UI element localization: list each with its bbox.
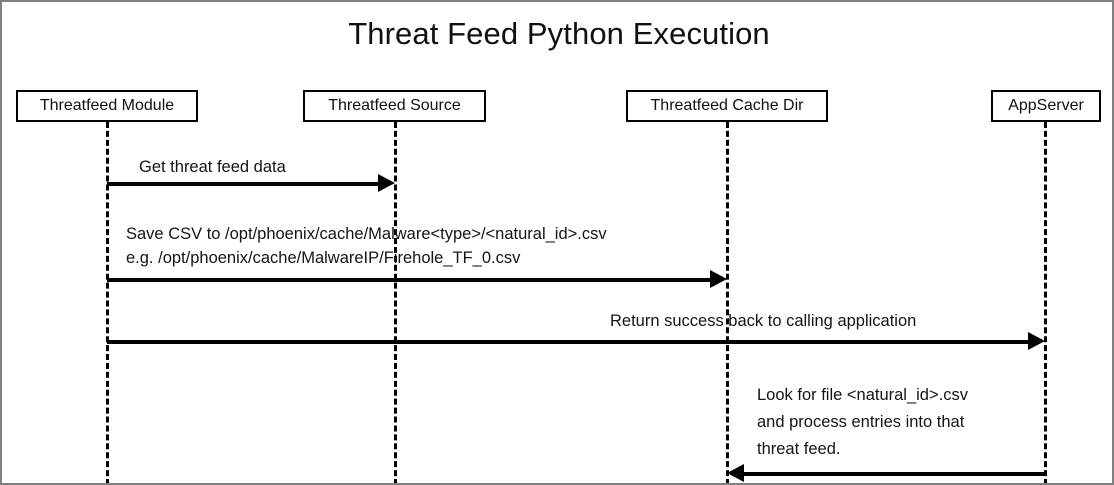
message-line-return-success	[107, 340, 1029, 344]
lifeline-threatfeed-source	[394, 122, 397, 483]
message-label-save-csv-line2: e.g. /opt/phoenix/cache/MalwareIP/Fireho…	[126, 249, 521, 267]
message-line-save-csv	[107, 278, 711, 282]
message-label-return-success: Return success back to calling applicati…	[610, 312, 917, 330]
participant-label-threatfeed-cache-dir: Threatfeed Cache Dir	[650, 97, 804, 114]
message-label-look-for-file-line3: threat feed.	[757, 440, 841, 458]
message-label-get-threat-feed-data: Get threat feed data	[139, 158, 286, 176]
participant-label-appserver: AppServer	[1008, 97, 1084, 114]
arrowhead-right-icon-return-success	[1028, 332, 1045, 350]
message-label-look-for-file-line2: and process entries into that	[757, 413, 965, 431]
message-line-get-threat-feed-data	[107, 182, 379, 186]
diagram-title: Threat Feed Python Execution	[348, 16, 770, 51]
participant-box-threatfeed-module[interactable]: Threatfeed Module	[16, 90, 198, 122]
arrowhead-right-icon-get-threat-feed-data	[378, 174, 395, 192]
arrowhead-left-icon-look-for-file	[727, 464, 744, 482]
message-label-save-csv-line1: Save CSV to /opt/phoenix/cache/Malware<t…	[126, 225, 607, 243]
message-label-look-for-file-line1: Look for file <natural_id>.csv	[757, 386, 968, 404]
participant-box-appserver[interactable]: AppServer	[991, 90, 1101, 122]
arrowhead-right-icon-save-csv	[710, 270, 727, 288]
message-line-look-for-file	[744, 472, 1045, 476]
lifeline-threatfeed-module	[106, 122, 109, 483]
participant-box-threatfeed-cache-dir[interactable]: Threatfeed Cache Dir	[626, 90, 828, 122]
participant-label-threatfeed-module: Threatfeed Module	[39, 97, 175, 114]
lifeline-appserver	[1044, 122, 1047, 483]
participant-label-threatfeed-source: Threatfeed Source	[328, 97, 461, 114]
lifeline-threatfeed-cache-dir	[726, 122, 729, 483]
participant-box-threatfeed-source[interactable]: Threatfeed Source	[303, 90, 486, 122]
